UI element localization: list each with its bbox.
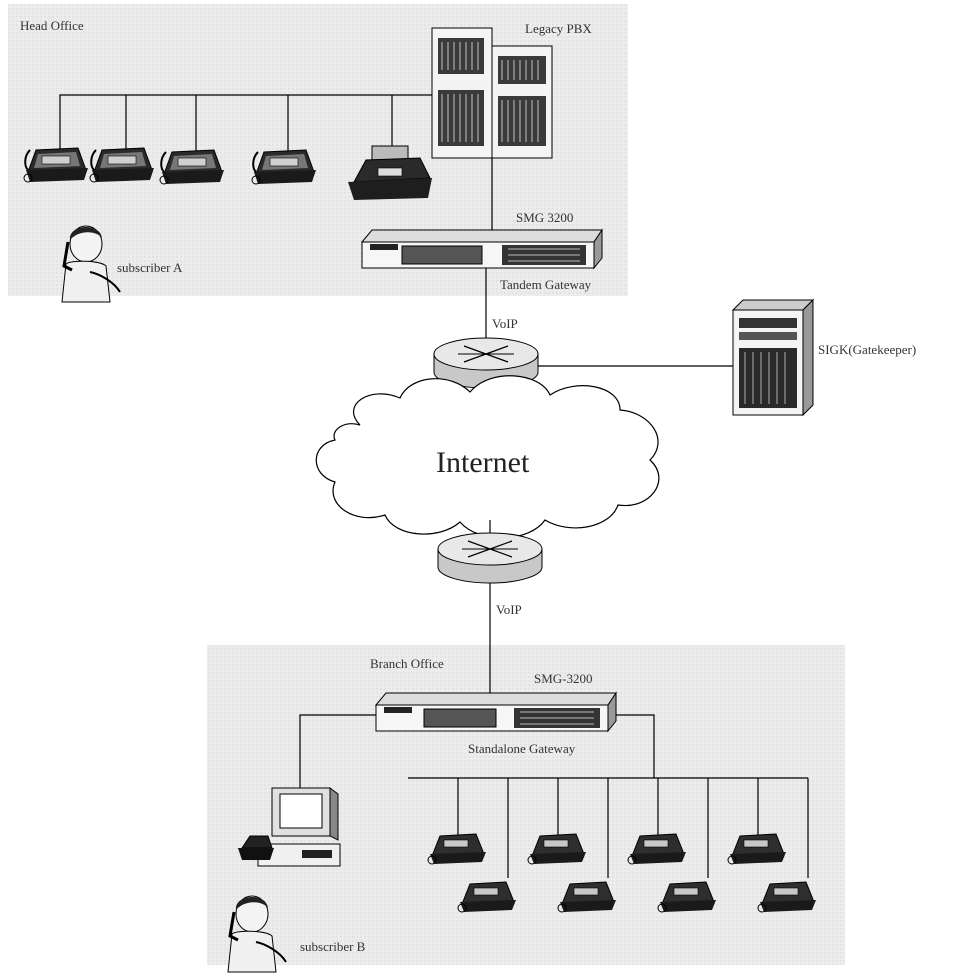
internet-label: Internet: [436, 446, 530, 479]
router-icon: [437, 532, 543, 584]
smg-branch-label: SMG-3200: [534, 671, 593, 686]
smg-head-label: SMG 3200: [516, 210, 573, 225]
branch-office-label: Branch Office: [370, 656, 444, 671]
subscriber-a-label: subscriber A: [117, 260, 183, 275]
cloud-icon: [315, 375, 660, 539]
fax-icon: [348, 145, 432, 200]
pbx-icon: [431, 27, 553, 159]
gateway-icon: [374, 691, 617, 733]
subscriber-b-label: subscriber B: [300, 939, 366, 954]
voip-bottom-label: VoIP: [496, 602, 522, 617]
head-office-label: Head Office: [20, 18, 84, 33]
gateway-icon: [360, 228, 603, 270]
person-icon: [61, 225, 121, 303]
computer-icon: [238, 787, 341, 867]
gatekeeper-label: SIGK(Gatekeeper): [818, 342, 916, 357]
person-icon: [227, 895, 287, 973]
tandem-gateway-label: Tandem Gateway: [500, 277, 592, 292]
head-office-bus: [59, 94, 440, 150]
voip-top-label: VoIP: [492, 316, 518, 331]
standalone-gateway-label: Standalone Gateway: [468, 741, 576, 756]
server-icon: [731, 298, 815, 417]
legacy-pbx-label: Legacy PBX: [525, 21, 592, 36]
